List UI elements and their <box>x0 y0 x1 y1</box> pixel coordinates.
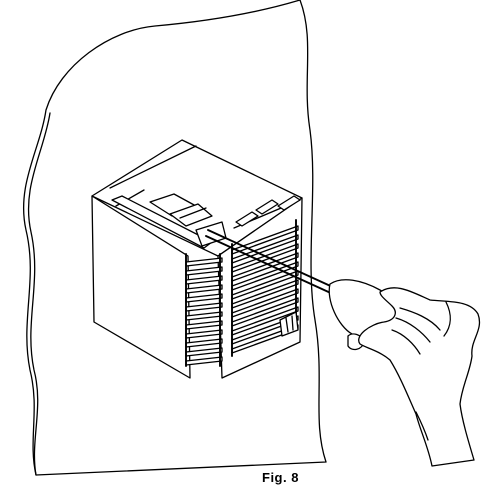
left-module-fins <box>185 257 223 366</box>
housing-left-face <box>91 195 191 379</box>
connector-block <box>279 311 299 337</box>
hand <box>358 287 481 467</box>
rear-clamp <box>235 195 301 227</box>
figure-caption: Fig. 8 <box>262 470 299 485</box>
